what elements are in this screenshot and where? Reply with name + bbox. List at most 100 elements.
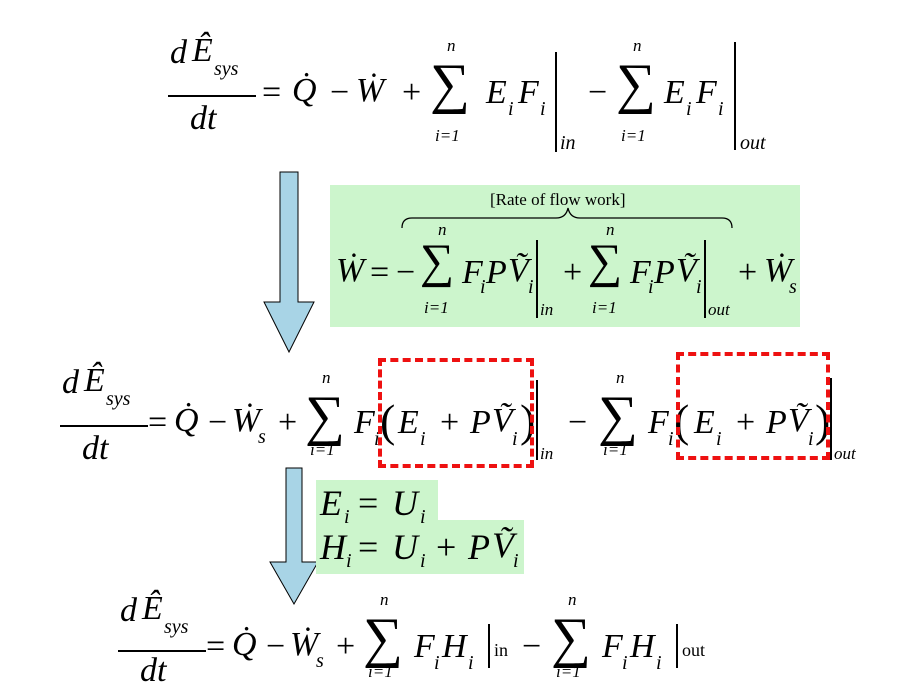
w-dot-symbol: Ẇ (336, 252, 365, 289)
evaluation-bar (734, 42, 736, 150)
s-subscript: s (258, 426, 266, 448)
equals-sign: = (262, 74, 282, 111)
i-subscript: i (540, 98, 546, 120)
minus-sign: − (266, 628, 286, 665)
evaluation-bar (488, 624, 490, 668)
e-hat-symbol: Ê (142, 590, 163, 627)
v-tilde-symbol: Ṽ (492, 525, 514, 565)
equals-sign: = (370, 254, 390, 291)
h-symbol: H (630, 628, 655, 665)
i-subscript: i (648, 276, 654, 298)
p-symbol: P (470, 404, 491, 441)
minus-sign: − (396, 254, 416, 291)
sum-lower-limit: i=1 (556, 662, 581, 681)
u-symbol: U (392, 527, 418, 567)
f-symbol: F (354, 404, 375, 441)
i-subscript: i (346, 550, 352, 572)
out-subscript: out (740, 132, 766, 154)
q-dot-symbol: Q̇ (232, 626, 257, 663)
v-tilde-symbol: Ṽ (492, 402, 513, 439)
flow-work-note: Rate of flow work (495, 190, 620, 209)
evaluation-bar (555, 52, 557, 152)
sum-upper-limit: n (322, 368, 331, 387)
e-symbol: E (486, 74, 507, 111)
definition-box-bottom (316, 520, 524, 574)
v-tilde-symbol: Ṽ (508, 252, 529, 289)
sys-subscript: sys (106, 388, 131, 410)
w-dot-symbol: Ẇ (290, 626, 319, 663)
u-symbol: U (392, 483, 418, 523)
minus-sign: − (208, 404, 228, 441)
left-paren: ( (380, 395, 396, 446)
sigma-symbol: ∑ (305, 385, 345, 447)
i-subscript: i (420, 506, 426, 528)
i-subscript: i (420, 428, 426, 450)
f-symbol: F (602, 628, 623, 665)
i-subscript: i (668, 428, 674, 450)
minus-sign: − (330, 74, 350, 111)
sigma-symbol: ∑ (420, 235, 455, 288)
e-symbol: E (664, 74, 685, 111)
i-subscript: i (808, 428, 814, 450)
f-symbol: F (518, 74, 539, 111)
evaluation-bar (830, 378, 832, 460)
i-subscript: i (718, 98, 724, 120)
sum-upper-limit: n (438, 220, 447, 239)
out-subscript: out (834, 444, 856, 463)
i-subscript: i (344, 506, 350, 528)
highlight-box-out (676, 352, 830, 460)
highlight-box-in (378, 358, 534, 468)
d-symbol: d (170, 34, 187, 71)
i-subscript: i (622, 652, 628, 674)
v-tilde-symbol: Ṽ (788, 402, 809, 439)
out-subscript: out (708, 300, 730, 319)
s-subscript: s (789, 276, 797, 298)
dt-symbol: dt (82, 430, 109, 467)
sum-lower-limit: i=1 (603, 440, 628, 459)
sum-lower-limit: i=1 (435, 126, 460, 145)
sigma-symbol: ∑ (588, 235, 623, 288)
equals-sign: = (148, 404, 168, 441)
i-subscript: i (468, 652, 474, 674)
plus-sign: + (738, 254, 758, 291)
minus-sign: − (522, 628, 542, 665)
sum-upper-limit: n (380, 590, 389, 609)
out-subscript: out (682, 640, 706, 660)
dt-symbol: dt (190, 100, 217, 137)
sum-lower-limit: i=1 (310, 440, 335, 459)
f-symbol: F (414, 628, 435, 665)
evaluation-bar (676, 624, 678, 668)
fraction-bar (118, 650, 206, 652)
plus-sign: + (736, 404, 756, 441)
minus-sign: − (568, 404, 588, 441)
i-subscript: i (512, 428, 518, 450)
plus-sign: + (436, 527, 457, 567)
e-symbol: E (398, 404, 419, 441)
d-symbol: d (62, 364, 79, 401)
i-subscript: i (374, 428, 380, 450)
i-subscript: i (686, 98, 692, 120)
p-symbol: P (654, 254, 675, 291)
e-symbol: E (320, 483, 342, 523)
w-dot-symbol: Ẇ (764, 252, 793, 289)
plus-sign: + (440, 404, 460, 441)
dt-symbol: dt (140, 652, 167, 689)
sum-upper-limit: n (633, 36, 642, 55)
equals-sign: = (358, 483, 379, 523)
sum-lower-limit: i=1 (621, 126, 646, 145)
sum-upper-limit: n (568, 590, 577, 609)
equals-sign: = (206, 628, 226, 665)
w-dot-symbol: Ẇ (356, 72, 385, 109)
sigma-symbol: ∑ (616, 53, 656, 115)
i-subscript: i (508, 98, 514, 120)
in-subscript: in (540, 300, 554, 319)
e-hat-symbol: Ê (84, 362, 105, 399)
sum-upper-limit: n (447, 36, 456, 55)
evaluation-bar (536, 240, 538, 318)
definition-box-top (316, 480, 438, 522)
e-hat-symbol: Ê (192, 32, 213, 69)
i-subscript: i (696, 276, 702, 298)
in-subscript: in (540, 444, 554, 463)
i-subscript: i (480, 276, 486, 298)
